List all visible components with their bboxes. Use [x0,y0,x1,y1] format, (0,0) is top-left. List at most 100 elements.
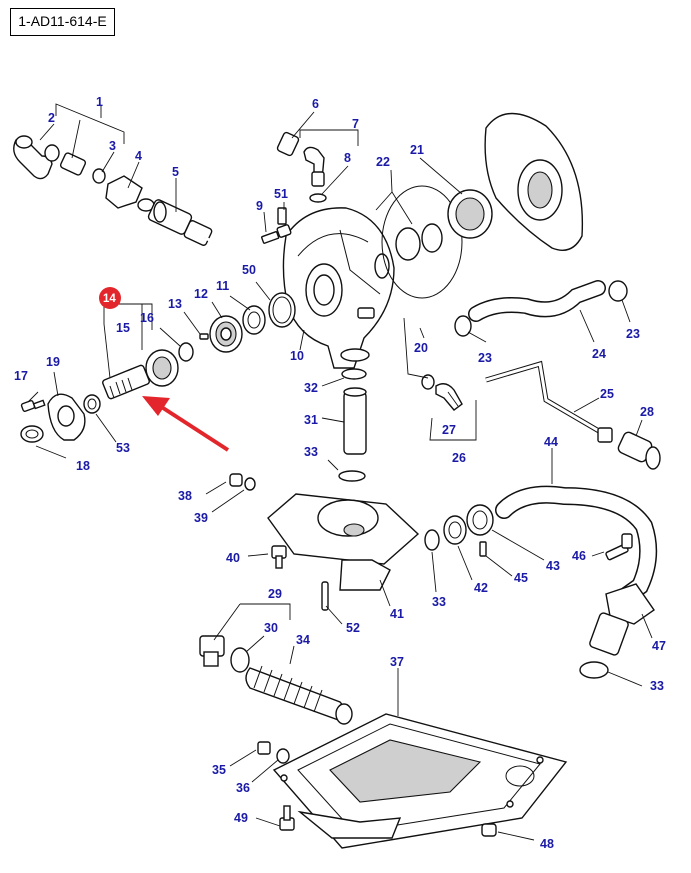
label-46: 46 [572,549,586,563]
label-45: 45 [514,571,528,585]
part-15-bearing [145,349,179,387]
part-22-gasket [381,185,463,299]
label-30: 30 [264,621,278,635]
label-37: 37 [390,655,404,669]
label-3: 3 [109,139,116,153]
label-48: 48 [540,837,554,851]
label-24: 24 [592,347,606,361]
part-46-bolt [605,533,633,561]
part-37-oil-sump [272,713,568,849]
label-15: 15 [116,321,130,335]
part-45-pin [479,541,487,557]
label-44: 44 [544,435,558,449]
label-10: 10 [290,349,304,363]
label-32: 32 [304,381,318,395]
part-44-tube [495,485,658,605]
part-28-fitting [617,431,661,470]
cover-plate [484,112,584,251]
part-39-washer [244,477,256,491]
label-20: 20 [414,341,428,355]
label-39: 39 [194,511,208,525]
part-34-strainer [245,665,353,725]
part-6-pipe [204,117,300,253]
part-33-o-ring-lower [579,661,609,679]
part-16-circlip [178,342,194,362]
label-38: 38 [178,489,192,503]
part-42-bushing [443,515,467,545]
label-14: 14 [103,293,116,305]
part-33-o-ring-middle [424,529,440,551]
part-40-bolt [271,545,287,569]
highlight-badge-circle [99,287,121,309]
label-42: 42 [474,581,488,595]
part-47-outlet [589,583,655,656]
part-7-elbow-fitting [303,146,325,187]
part-13-key [199,333,209,340]
part-1-adapter [44,144,87,176]
part-29-plug [199,635,225,667]
label-28: 28 [640,405,654,419]
part-8-seal-ring [309,193,327,203]
label-21: 21 [410,143,424,157]
part-23-clamp-right [608,280,628,302]
part-23-clamp-left [454,315,472,337]
label-41: 41 [390,607,404,621]
label-4: 4 [135,149,142,163]
part-35-plug [257,741,271,755]
label-23-right: 23 [626,327,640,341]
part-2-banjo-fitting [13,135,53,180]
label-47: 47 [652,639,666,653]
part-53-nut [83,394,101,414]
part-41-manifold [267,493,420,591]
part-25-pipe [485,360,613,443]
label-1: 1 [96,95,103,109]
part-24-hose [468,280,606,322]
highlight-badge-14[interactable]: 14 [99,287,121,309]
part-17-screw [20,399,46,412]
label-40: 40 [226,551,240,565]
leader-lines [27,103,653,841]
part-33-o-ring-upper [338,470,366,482]
label-29: 29 [268,587,282,601]
part-12-bearing [209,315,243,353]
part-43-bushing [466,504,494,536]
part-49-bolt [279,805,295,831]
label-52: 52 [346,621,360,635]
label-18: 18 [76,459,90,473]
label-2: 2 [48,111,55,125]
label-16: 16 [140,311,154,325]
part-21-seal [447,189,493,239]
label-19: 19 [46,355,60,369]
label-12: 12 [194,287,208,301]
label-17: 17 [14,369,28,383]
label-53: 53 [116,441,130,455]
label-31: 31 [304,413,318,427]
part-38-plug [229,473,243,487]
label-34: 34 [296,633,310,647]
label-33-lower: 33 [650,679,664,693]
diagram-reference-code: 1-AD11-614-E [10,8,115,36]
label-43: 43 [546,559,560,573]
label-5: 5 [172,165,179,179]
part-26-elbow [435,383,463,411]
part-32-o-ring [341,368,367,380]
label-25: 25 [600,387,614,401]
label-7: 7 [352,117,359,131]
part-30-seal [230,647,250,673]
label-50: 50 [242,263,256,277]
label-13: 13 [168,297,182,311]
part-51-pin [277,207,287,225]
label-49: 49 [234,811,248,825]
highlight-arrow [142,396,230,452]
label-11: 11 [216,279,229,293]
part-4-union [105,175,155,212]
part-3-seal-ring [92,168,106,184]
part-14-drive-shaft [102,364,150,400]
part-9-bolt [261,224,292,244]
label-33-middle: 33 [432,595,446,609]
label-51: 51 [274,187,288,201]
part-11-seal [242,305,266,335]
label-9: 9 [256,199,263,213]
part-48-nut [481,823,497,837]
